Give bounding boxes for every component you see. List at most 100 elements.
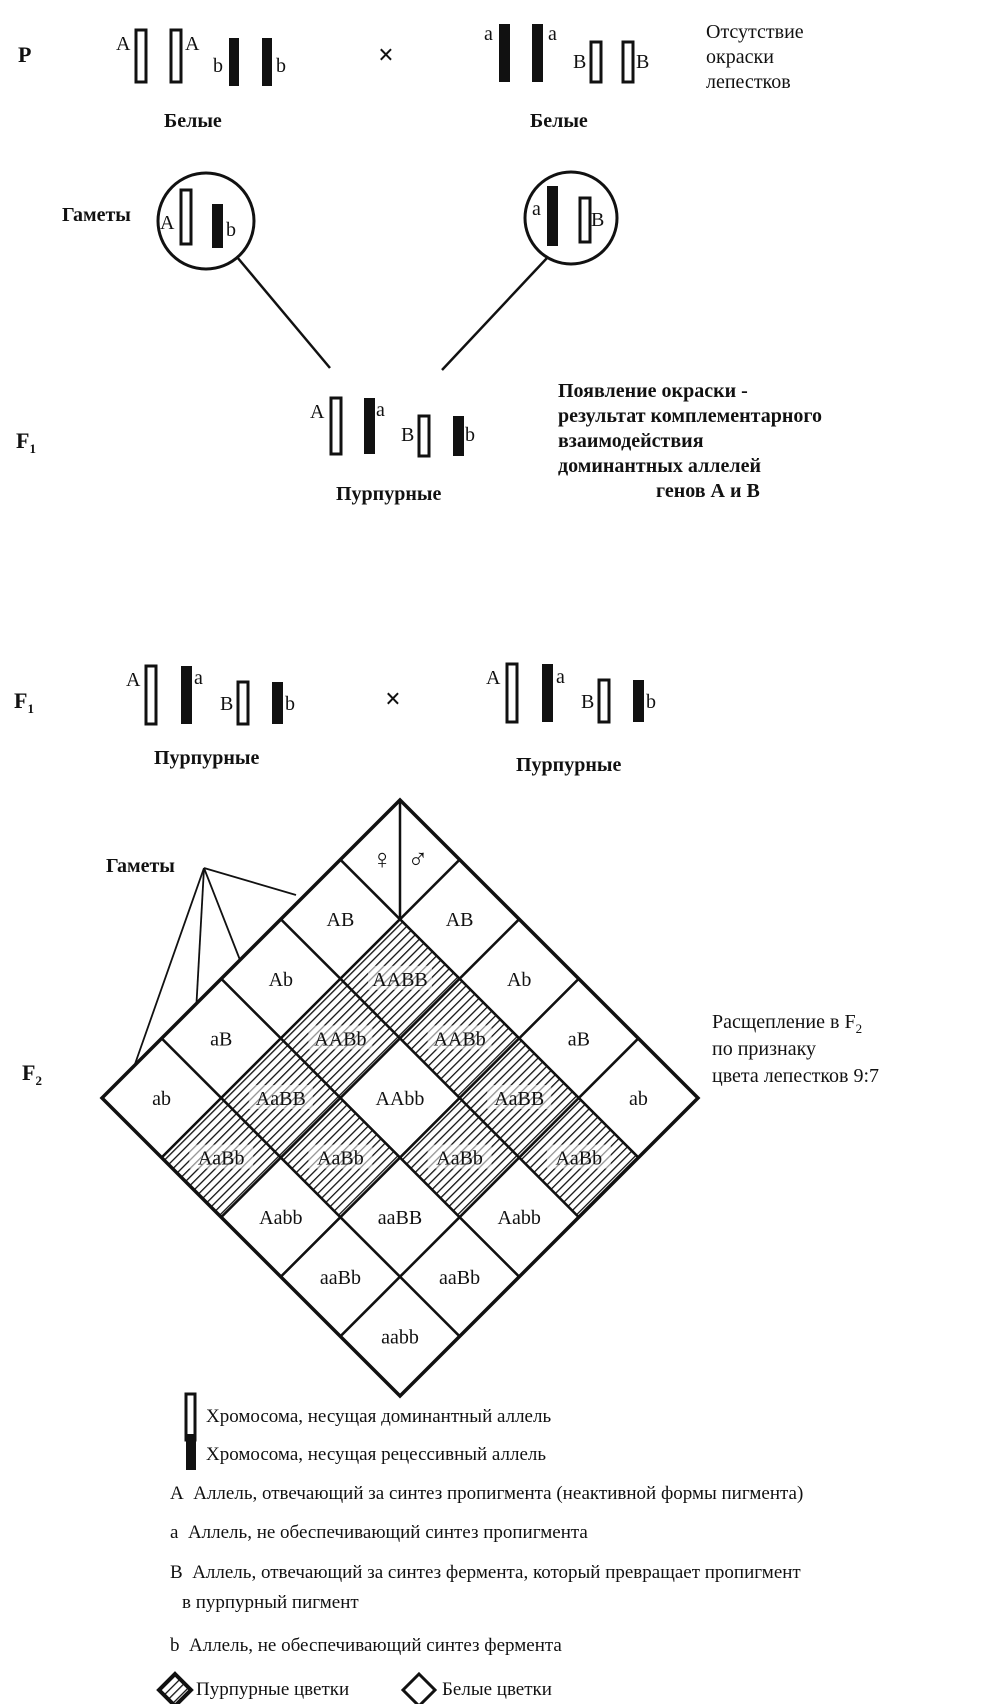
chromosome-dominant [597,678,611,724]
chromosome-recessive [453,416,464,456]
chromosome-recessive [542,664,553,722]
punnett-genotype-label: aabb [381,1326,419,1348]
f1-parent-2-chromosomes: A a B b [486,662,656,724]
phenotype-label: Белые [164,110,222,132]
legend-text: Аллель, отвечающий за синтез пропигмента… [193,1483,804,1504]
gen-subscript: 2 [35,1073,42,1088]
parent-1-chromosomes: A A b b [116,28,286,86]
gen-letter: F [22,1060,35,1085]
punnett-gamete-label: Ab [507,969,531,991]
allele-label: B [401,424,414,446]
legend-recessive-row: Хромосома, несущая рецессивный аллель [206,1443,546,1467]
allele-label: a [484,23,493,45]
gamete-connector-line [441,257,548,371]
allele-label: a [532,198,541,220]
legend-a-row: a Аллель, не обеспечивающий синтез пропи… [170,1521,588,1545]
note-no-color: Отсутствие окраски лепестков [706,21,804,93]
legend-text: в пурпурный пигмент [182,1592,359,1613]
chromosome-recessive [181,666,192,724]
punnett-genotype-label: AaBb [198,1148,245,1170]
phenotype-label: Пурпурные [154,747,259,769]
punnett-genotype-label: AaBb [317,1148,364,1170]
punnett-genotype-label: AAbb [376,1088,425,1110]
legend-b-row: b Аллель, не обеспечивающий синтез ферме… [170,1634,562,1658]
note-line: взаимодействия [558,430,704,452]
punnett-gamete-label: aB [210,1028,232,1050]
punnett-genotype-label: aaBb [320,1267,361,1289]
gametes-label: Гаметы [106,855,175,877]
chromosome-recessive [499,24,510,82]
note-line: цвета лепестков 9:7 [712,1065,879,1087]
punnett-gamete-label: ab [152,1088,171,1110]
allele-label: b [276,55,286,77]
allele-label: B [573,51,586,73]
legend-text: Аллель, не обеспечивающий синтез пропигм… [187,1522,588,1543]
chromosome-dominant [179,188,193,246]
legend-dominant-chromosome-icon [184,1392,197,1442]
legend-purple-diamond-icon [156,1671,194,1704]
chromosome-dominant [144,664,158,726]
punnett-genotype-label: AABB [372,969,428,991]
allele-label: B [220,693,233,715]
punnett-square: ABABAbAbaBaBababAABBAABbAaBBAaBbAABbAAbb… [99,797,701,1399]
allele-label: a [548,23,557,45]
legend-recessive-chromosome-icon [186,1434,196,1470]
legend-purple-flowers: Пурпурные цветки [196,1678,349,1702]
legend-allele: b [170,1635,180,1656]
note-line: по признаку [712,1038,816,1060]
punnett-gamete-label: Ab [269,969,293,991]
allele-label: B [581,691,594,713]
legend-allele: a [170,1522,179,1543]
split-subscript: 2 [856,1021,863,1036]
punnett-genotype-label: AABb [433,1028,485,1050]
chromosome-dominant [329,396,343,456]
allele-label: b [213,55,223,77]
punnett-gamete-label: aB [568,1028,590,1050]
chromosome-recessive [229,38,239,86]
legend-dominant-row: Хромосома, несущая доминантный аллель [206,1405,551,1429]
chromosome-dominant [505,662,519,724]
allele-label: A [160,212,175,234]
male-symbol-icon: ♂ [407,845,428,876]
generation-label-p: P [18,42,31,67]
note-line: генов А и В [656,480,760,502]
legend-white-flowers: Белые цветки [442,1678,552,1702]
legend-text: Хромосома, несущая рецессивный аллель [206,1444,547,1465]
gamete-aB-circle: a B [523,170,619,266]
allele-label: b [465,424,475,446]
legend-text: Аллель, не обеспечивающий синтез фермент… [189,1635,562,1656]
punnett-gamete-label: AB [446,909,474,931]
allele-label: b [285,693,295,715]
f1-chromosomes: A a B b [310,396,475,458]
legend-B-row: B Аллель, отвечающий за синтез фермента,… [170,1561,801,1585]
gametes-pointer-lines [134,867,297,1065]
legend-B-row-2: в пурпурный пигмент [182,1591,359,1615]
gamete-ab-circle: A b [156,171,256,271]
note-split: Расщепление в F2 по признаку цвета лепес… [712,1011,879,1087]
chromosome-recessive [212,204,223,248]
allele-label: a [376,399,385,421]
split-text: Расщепление в F [712,1011,856,1033]
punnett-genotype-label: AaBB [256,1088,306,1110]
note-line: лепестков [706,71,791,93]
allele-label: a [556,666,565,688]
allele-label: B [636,51,649,73]
chromosome-dominant [621,40,635,84]
legend-allele: A [170,1483,184,1504]
punnett-genotype-label: AaBb [436,1148,483,1170]
allele-label: A [126,669,141,691]
phenotype-label: Белые [530,110,588,132]
legend-white-diamond-icon [400,1671,438,1704]
note-line: Отсутствие [706,21,804,43]
chromosome-dominant [589,40,603,84]
legend-text: Белые цветки [442,1679,552,1700]
chromosome-dominant [236,680,250,726]
legend-text: Хромосома, несущая доминантный аллель [206,1406,552,1427]
generation-label-f1: F1 [16,428,36,456]
allele-label: B [591,209,604,231]
parent-2-chromosomes: a a B B [484,23,649,84]
note-line: результат комплементарного [558,405,822,427]
chromosome-recessive [532,24,543,82]
allele-label: b [226,219,236,241]
